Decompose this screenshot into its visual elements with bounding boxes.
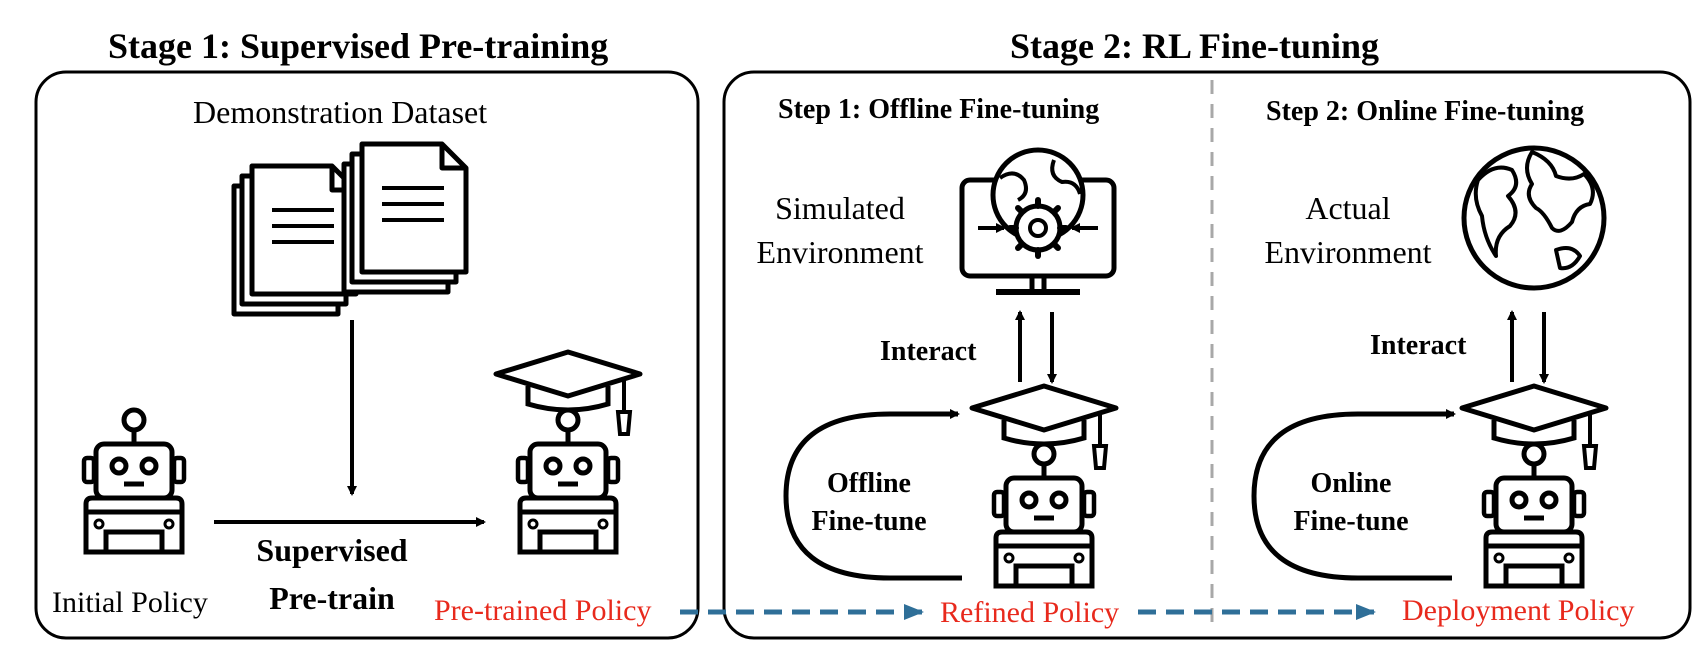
globe-icon <box>1461 145 1607 291</box>
deployment-policy-label: Deployment Policy <box>1402 594 1635 627</box>
offline-finetune-loop-arrow <box>783 409 962 581</box>
step2-title: Step 2: Online Fine-tuning <box>1266 96 1585 127</box>
stage2-title: Stage 2: RL Fine-tuning <box>1010 26 1380 66</box>
step2-loop-line2: Fine-tune <box>1293 506 1409 537</box>
graduate-robot-icon <box>496 352 640 552</box>
step2-interact-label: Interact <box>1370 330 1467 361</box>
robot-icon <box>84 410 184 552</box>
step2-loop-line1: Online <box>1310 468 1392 499</box>
step1-interact-label: Interact <box>880 336 977 367</box>
stage1-title: Stage 1: Supervised Pre-training <box>108 26 609 66</box>
train-label-line1: Supervised <box>256 532 408 568</box>
dataset-label: Demonstration Dataset <box>193 94 488 130</box>
document-stack-icon <box>234 144 466 314</box>
initial-policy-label: Initial Policy <box>52 586 208 619</box>
step1-loop-line2: Fine-tune <box>811 506 927 537</box>
step2-env-line1: Actual <box>1305 190 1391 226</box>
stage1-panel <box>34 70 700 640</box>
online-finetune-loop-arrow <box>1251 409 1456 581</box>
stage2-panel <box>722 70 1692 640</box>
step1-title: Step 1: Offline Fine-tuning <box>778 94 1100 125</box>
refined-policy-label: Refined Policy <box>940 596 1120 629</box>
step1-env-line1: Simulated <box>775 190 905 226</box>
refined-graduate-robot-icon <box>972 386 1116 586</box>
step1-env-line2: Environment <box>756 234 924 270</box>
monitor-gear-globe-icon <box>959 147 1117 295</box>
deployment-graduate-robot-icon <box>1462 386 1606 586</box>
step1-loop-line1: Offline <box>827 468 911 499</box>
step2-env-line2: Environment <box>1264 234 1432 270</box>
train-label-line2: Pre-train <box>269 580 395 616</box>
pretrained-policy-label: Pre-trained Policy <box>434 594 652 627</box>
